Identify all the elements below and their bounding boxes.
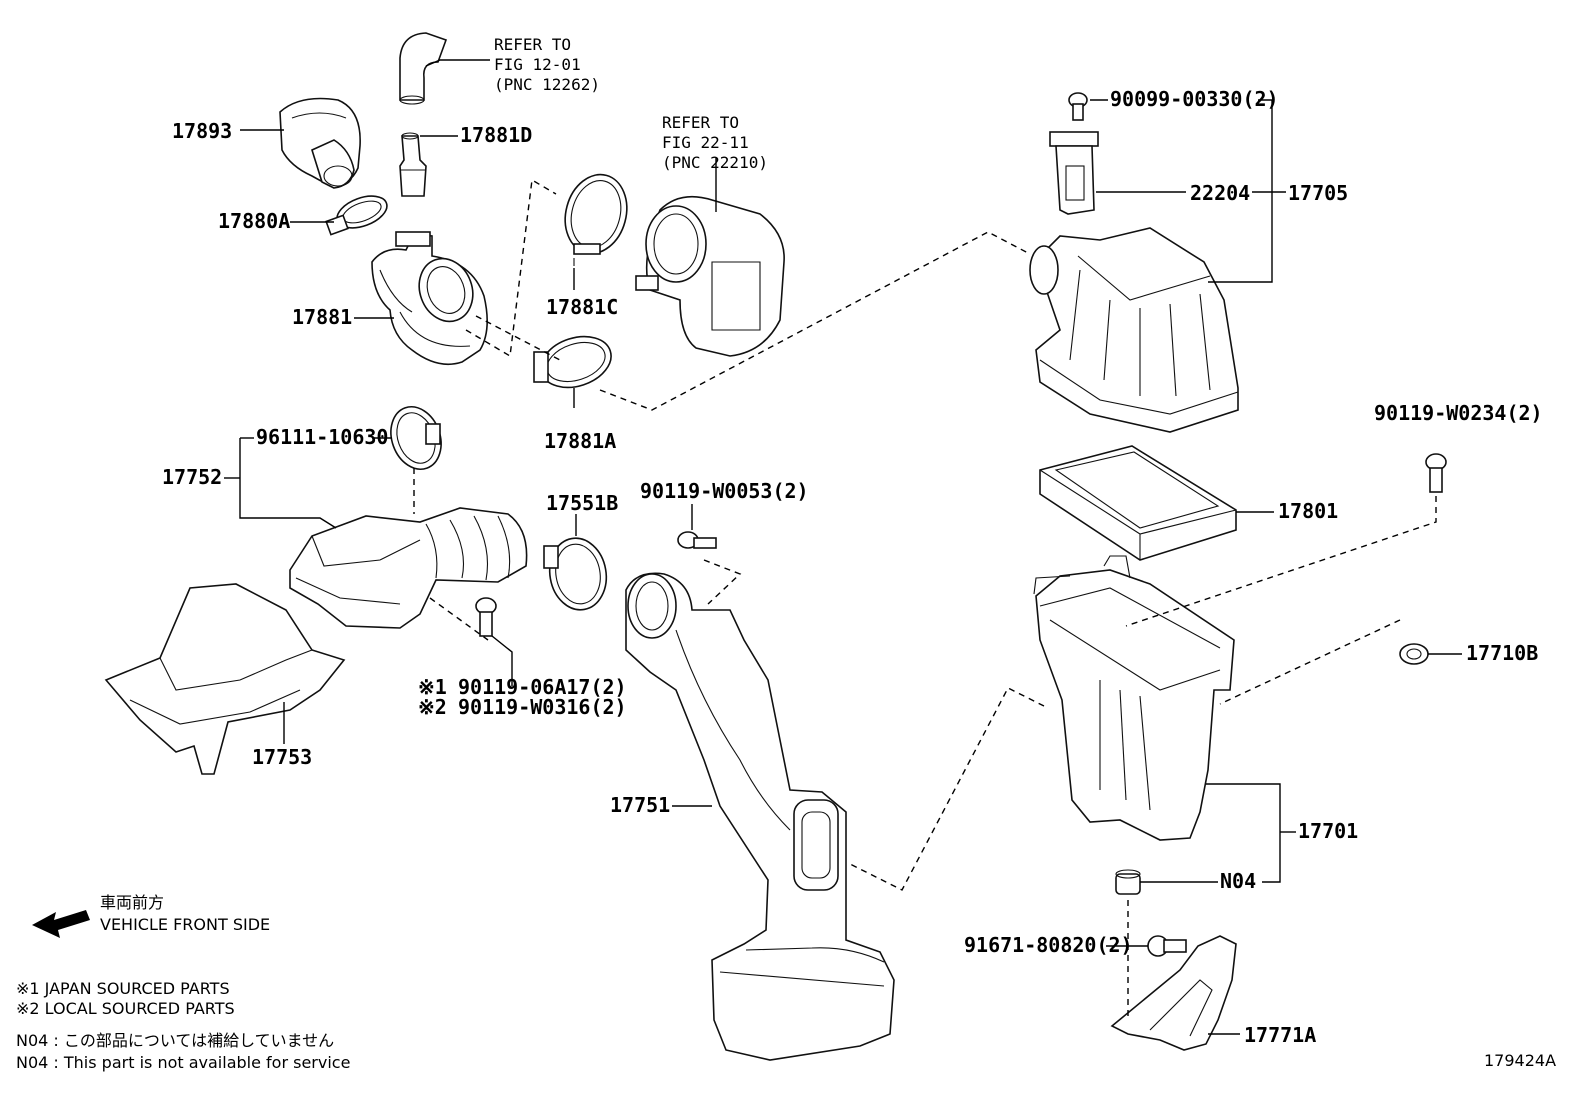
ref2-line1: REFER TO (662, 113, 739, 132)
label-17751: 17751 (610, 793, 670, 817)
label-90119-W0053: 90119-W0053(2) (640, 479, 809, 503)
label-90119-06A17: 90119-06A17(2) (458, 675, 627, 699)
note-n04-jp: N04 : この部品については補給していません (16, 1031, 334, 1050)
ref2-line2: FIG 22-11 (662, 133, 749, 152)
front-arrow-icon (32, 910, 90, 938)
label-17771A: 17771A (1244, 1023, 1316, 1047)
clamp-17881C (564, 173, 628, 266)
bolt-90119-06A17 (475, 597, 497, 637)
label-17752: 17752 (162, 465, 222, 489)
ref1-line3: (PNC 12262) (494, 75, 600, 94)
air-cleaner-case-17701 (1033, 555, 1235, 841)
air-filter-17801 (1039, 445, 1237, 561)
label-22204: 22204 (1190, 181, 1250, 205)
ref1-line1: REFER TO (494, 35, 571, 54)
bolt-90119-W0234 (1425, 453, 1447, 493)
bolt-90119-W0053 (677, 531, 717, 549)
leader-lines (224, 59, 1462, 1035)
intake-connector-17881 (371, 231, 488, 366)
label-90119-W0234: 90119-W0234(2) (1374, 401, 1543, 425)
mark-japan: ※1 (418, 675, 447, 699)
label-17881C: 17881C (546, 295, 618, 319)
note-japan-sourced: ※1 JAPAN SOURCED PARTS (16, 979, 230, 998)
assembly-lines (413, 178, 1437, 1020)
hose-17881D (399, 132, 427, 197)
label-17881A: 17881A (544, 429, 616, 453)
mark-local: ※2 (418, 695, 447, 719)
label-90119-W0316: 90119-W0316(2) (458, 695, 627, 719)
resonator-cap-17893 (279, 97, 361, 189)
label-91671-80820: 91671-80820(2) (964, 933, 1133, 957)
clamp-17880A (325, 195, 388, 236)
ref2-line3: (PNC 22210) (662, 153, 768, 172)
bolt-90099-00330 (1068, 92, 1088, 121)
label-17881: 17881 (292, 305, 352, 329)
label-17701: 17701 (1298, 819, 1358, 843)
label-17753: 17753 (252, 745, 312, 769)
air-cleaner-cap-17705 (1029, 227, 1239, 433)
label-17881D: 17881D (460, 123, 532, 147)
clamp-96111-10630 (390, 406, 442, 470)
air-guide-17753 (104, 583, 346, 775)
label-17893: 17893 (172, 119, 232, 143)
intake-duct-17751 (625, 572, 895, 1061)
throttle-body-reference-part (635, 195, 785, 357)
label-17710B: 17710B (1466, 641, 1538, 665)
direction-en: VEHICLE FRONT SIDE (100, 915, 270, 934)
inlet-duct-17752 (289, 507, 528, 629)
label-17705: 17705 (1288, 181, 1348, 205)
direction-jp: 車両前方 (100, 893, 164, 912)
hose-reference-part (399, 32, 448, 105)
note-local-sourced: ※2 LOCAL SOURCED PARTS (16, 999, 235, 1018)
bracket-17771A (1110, 935, 1237, 1051)
label-96111-10630: 96111-10630 (256, 425, 388, 449)
clamp-17881A (533, 335, 612, 389)
figure-id: 179424A (1484, 1051, 1556, 1070)
label-90099-00330: 90099-00330(2) (1110, 87, 1279, 111)
label-17880A: 17880A (218, 209, 290, 233)
bolt-91671-80820 (1147, 935, 1187, 957)
ref1-line2: FIG 12-01 (494, 55, 581, 74)
label-17551B: 17551B (546, 491, 618, 515)
label-N04: N04 (1220, 869, 1256, 893)
clamp-17551B (543, 537, 608, 611)
note-n04-en: N04 : This part is not available for ser… (16, 1053, 350, 1072)
sensor-22204 (1049, 131, 1099, 215)
grommet-17710B (1399, 643, 1429, 665)
grommet-N04 (1115, 869, 1141, 895)
label-17801: 17801 (1278, 499, 1338, 523)
